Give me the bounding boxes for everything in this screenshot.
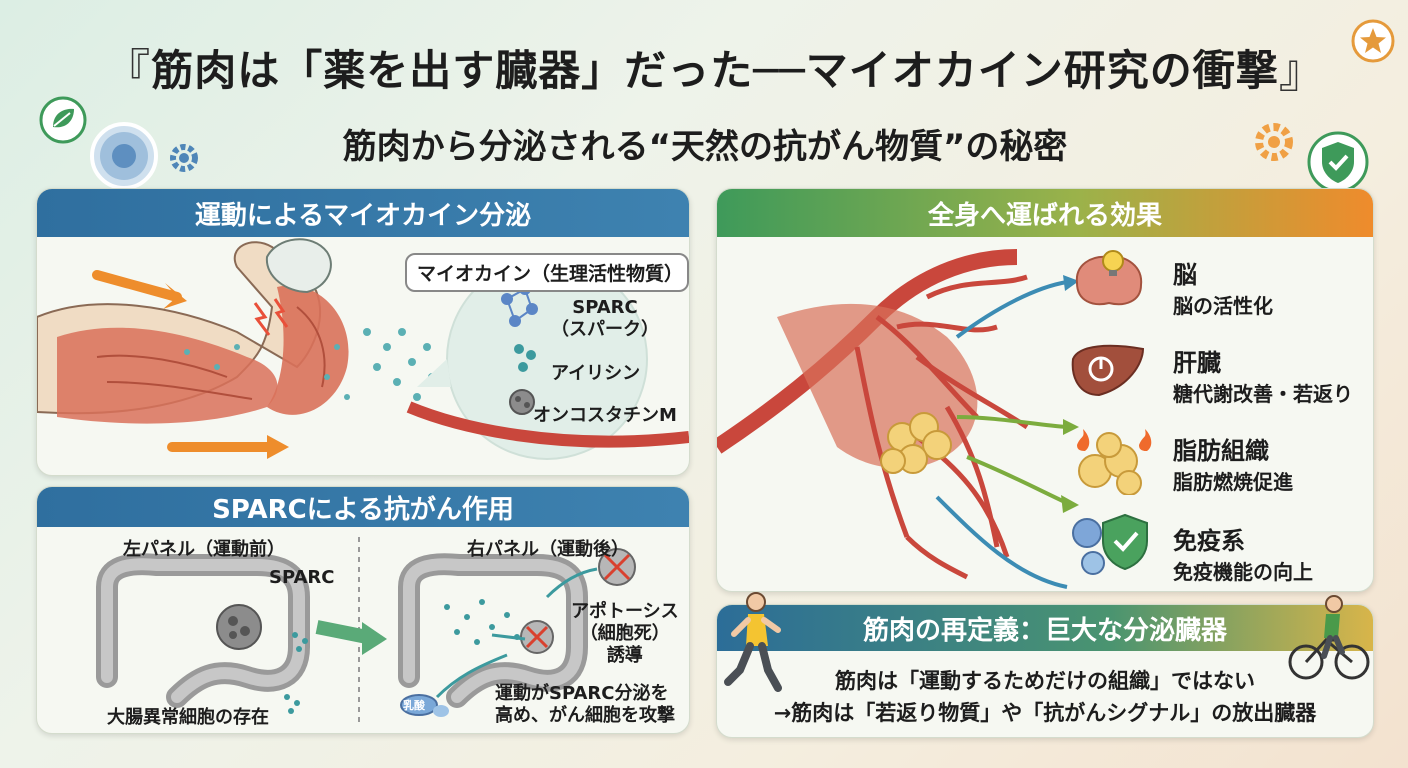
redefine-panel-heading: 筋肉の再定義：巨大な分泌臓器 bbox=[717, 605, 1373, 651]
redefine-line2: →筋肉は「若返り物質」や「抗がんシグナル」の放出臓器 bbox=[773, 701, 1317, 725]
title-bracket-close: 』 bbox=[1278, 43, 1326, 98]
brain-icon bbox=[1075, 250, 1143, 306]
irisin-molecule-icon bbox=[514, 344, 536, 372]
effect-fat-desc: 脂肪燃焼促進 bbox=[1173, 470, 1293, 494]
apoptosis-line2: （細胞死） bbox=[579, 623, 670, 644]
secretion-panel: 運動によるマイオカイン分泌 bbox=[36, 188, 690, 476]
flexed-arm-illustration bbox=[37, 238, 689, 460]
myokine-irisin-label: アイリシン bbox=[551, 363, 641, 384]
oncostatin-molecule-icon bbox=[509, 389, 535, 415]
effect-immune: 免疫系 免疫機能の向上 bbox=[1173, 521, 1313, 585]
shield-check-icon bbox=[1307, 131, 1369, 193]
right-caption: 運動がSPARC分泌を 高め、がん細胞を攻撃 bbox=[495, 683, 675, 727]
redefine-line1: 筋肉は「運動するためだけの組織」ではない bbox=[835, 669, 1255, 693]
effects-panel-heading: 全身へ運ばれる効果 bbox=[717, 189, 1373, 237]
liver-icon bbox=[1071, 344, 1145, 397]
leaf-icon bbox=[39, 96, 87, 144]
star-icon bbox=[1351, 19, 1395, 63]
effect-brain-title: 脳 bbox=[1173, 261, 1197, 289]
effect-fat-title: 脂肪組織 bbox=[1173, 437, 1269, 465]
title-text: 筋肉は「薬を出す臓器」だった──マイオカイン研究の衝撃 bbox=[151, 46, 1279, 95]
effect-immune-title: 免疫系 bbox=[1173, 527, 1245, 555]
left-panel-label: 左パネル（運動前） bbox=[123, 539, 285, 560]
cyclist-icon bbox=[1288, 595, 1370, 680]
right-caption-line2: 高め、がん細胞を攻撃 bbox=[495, 705, 675, 726]
right-caption-line1: 運動がSPARC分泌を bbox=[495, 683, 669, 704]
sparc-panel: SPARCによる抗がん作用 左パネル（運動前） 右パネル（運動後） SPARC … bbox=[36, 486, 690, 734]
effect-fat: 脂肪組織 脂肪燃焼促進 bbox=[1173, 431, 1293, 495]
page-title: 『 筋肉は「薬を出す臓器」だった──マイオカイン研究の衝撃 』 bbox=[80, 30, 1350, 105]
redefine-panel: 筋肉の再定義：巨大な分泌臓器 筋肉は「運動するためだけの組織」ではない →筋肉は… bbox=[716, 604, 1374, 738]
apoptosis-line3: 誘導 bbox=[606, 645, 643, 666]
myokine-sparc-sub: （スパーク） bbox=[551, 319, 659, 340]
right-panel-label: 右パネル（運動後） bbox=[467, 539, 629, 560]
runner-icon bbox=[724, 592, 782, 692]
effects-panel: 全身へ運ばれる効果 bbox=[716, 188, 1374, 592]
myokine-sparc-name: SPARC bbox=[572, 297, 638, 318]
myokine-oncostatin-label: オンコスタチンM bbox=[533, 405, 677, 426]
effect-immune-desc: 免疫機能の向上 bbox=[1173, 560, 1313, 584]
myokine-sparc-label: SPARC （スパーク） bbox=[551, 297, 659, 341]
effect-brain: 脳 脳の活性化 bbox=[1173, 255, 1273, 319]
sparc-label: SPARC bbox=[269, 567, 335, 588]
myokine-callout: マイオカイン（生理活性物質） bbox=[405, 253, 689, 292]
apoptosis-label: アポトーシス （細胞死） 誘導 bbox=[571, 601, 679, 667]
page-subtitle: 筋肉から分泌される“天然の抗がん物質”の秘密 bbox=[342, 126, 1068, 167]
left-caption: 大腸異常細胞の存在 bbox=[107, 707, 269, 728]
effect-liver: 肝臓 糖代謝改善・若返り bbox=[1173, 343, 1353, 407]
effect-brain-desc: 脳の活性化 bbox=[1173, 294, 1273, 318]
colon-illustration bbox=[96, 537, 636, 727]
blood-vessel-illustration bbox=[717, 249, 1079, 589]
sparc-panel-heading: SPARCによる抗がん作用 bbox=[37, 487, 689, 527]
gear-icon bbox=[170, 144, 198, 172]
apoptosis-line1: アポトーシス bbox=[571, 601, 679, 622]
fat-cells-icon bbox=[1077, 429, 1152, 495]
effect-liver-desc: 糖代謝改善・若返り bbox=[1173, 382, 1353, 406]
lactate-label: 乳酸 bbox=[403, 699, 425, 712]
secretion-panel-heading: 運動によるマイオカイン分泌 bbox=[37, 189, 689, 237]
title-bracket-open: 『 bbox=[104, 43, 152, 98]
immune-shield-icon bbox=[1072, 513, 1148, 575]
cell-icon bbox=[90, 122, 158, 190]
effect-liver-title: 肝臓 bbox=[1173, 349, 1221, 377]
gear-icon bbox=[1255, 123, 1293, 161]
